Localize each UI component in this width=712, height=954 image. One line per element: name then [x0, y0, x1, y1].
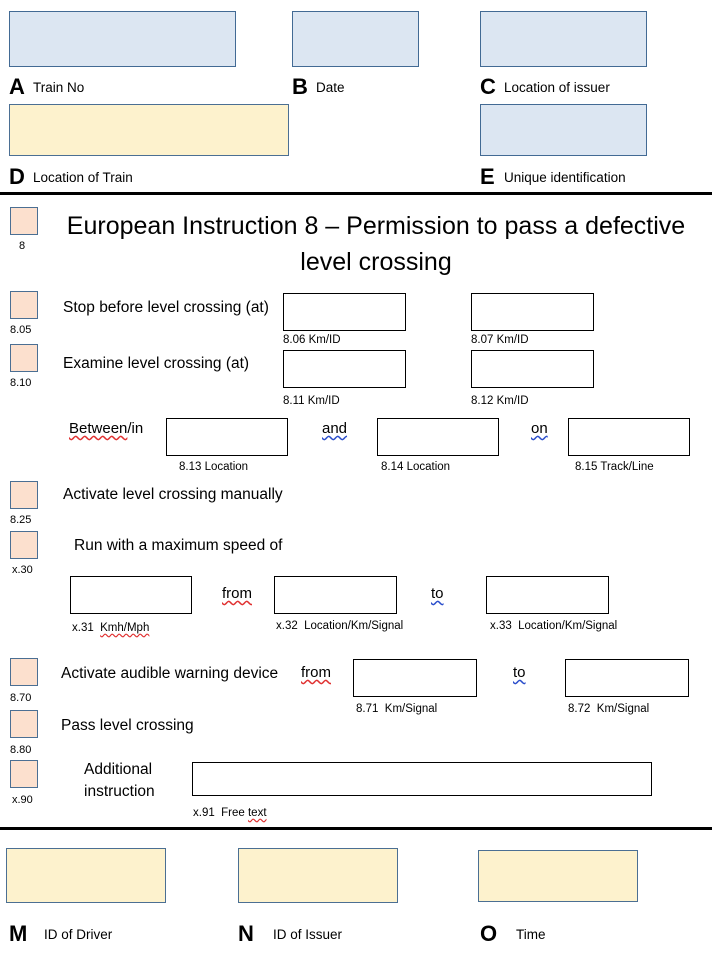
code-8-25: 8.25 [10, 514, 32, 526]
label-on: on [531, 420, 548, 437]
checkbox-instruction-8[interactable] [10, 207, 38, 235]
label-additional-instruction-line1: Additional [84, 761, 153, 778]
input-8-07[interactable] [471, 293, 594, 331]
field-letter-a: A [9, 74, 25, 99]
label-to-audible: to [513, 664, 526, 681]
label-between-word: Between [69, 420, 128, 437]
field-caption-location-of-train: Location of Train [33, 170, 133, 185]
field-letter-e: E [480, 164, 495, 189]
caption-8-07: 8.07 Km/ID [471, 334, 529, 346]
label-audible-warning: Activate audible warning device [61, 665, 279, 682]
page-title: European Instruction 8 – Permission to p… [66, 212, 686, 276]
caption-x-33-unit: Location/Km/Signal [518, 620, 618, 632]
caption-8-72-unit: Km/Signal [596, 703, 650, 715]
label-and: and [322, 420, 348, 437]
field-box-location-of-issuer[interactable] [480, 11, 647, 67]
field-caption-location-of-issuer: Location of issuer [504, 80, 610, 95]
field-letter-b: B [292, 74, 308, 99]
caption-8-72-code: 8.72 [568, 703, 591, 715]
field-caption-train-no: Train No [33, 80, 85, 95]
caption-8-71: 8.71 Km/Signal [356, 703, 437, 716]
field-letter-o: O [480, 921, 498, 946]
label-additional-instruction-line2: instruction [84, 783, 155, 800]
label-to-speed: to [431, 585, 444, 602]
checkbox-activate-level-crossing-manually[interactable] [10, 481, 38, 509]
label-activate-level-crossing-manually: Activate level crossing manually [63, 486, 283, 503]
field-box-id-of-issuer[interactable] [238, 848, 398, 903]
caption-8-15: 8.15 Track/Line [575, 461, 654, 473]
field-box-date[interactable] [292, 11, 419, 67]
code-x-30: x.30 [12, 564, 33, 576]
caption-8-71-code: 8.71 [356, 703, 379, 715]
input-x-31[interactable] [70, 576, 192, 614]
field-box-train-no[interactable] [9, 11, 236, 67]
caption-x-91-code: x.91 [193, 807, 215, 819]
caption-8-72: 8.72 Km/Signal [568, 703, 649, 716]
field-letter-d: D [9, 164, 25, 189]
input-8-13[interactable] [166, 418, 288, 456]
caption-x-32-code: x.32 [276, 620, 298, 632]
label-from-speed: from [222, 585, 252, 602]
input-x-32[interactable] [274, 576, 397, 614]
divider-top [0, 192, 712, 195]
input-8-06[interactable] [283, 293, 406, 331]
caption-x-91-text: text [247, 807, 267, 819]
checkbox-examine-level-crossing[interactable] [10, 344, 38, 372]
label-between-in: Between/in [69, 420, 143, 438]
label-from-audible: from [301, 664, 331, 681]
field-caption-unique-identification: Unique identification [504, 170, 626, 185]
caption-x-32-unit: Location/Km/Signal [304, 620, 404, 632]
field-letter-m: M [9, 921, 28, 946]
input-x-33[interactable] [486, 576, 609, 614]
code-instruction-8: 8 [19, 240, 26, 252]
checkbox-max-speed[interactable] [10, 531, 38, 559]
field-caption-date: Date [316, 80, 345, 95]
caption-x-91: x.91 Free text [193, 807, 267, 820]
field-box-location-of-train[interactable] [9, 104, 289, 156]
checkbox-pass-level-crossing[interactable] [10, 710, 38, 738]
field-caption-id-of-issuer: ID of Issuer [273, 927, 343, 942]
caption-x-33: x.33 Location/Km/Signal [490, 620, 617, 633]
label-max-speed: Run with a maximum speed of [74, 537, 283, 554]
input-8-71[interactable] [353, 659, 477, 697]
field-caption-time: Time [516, 927, 546, 942]
input-8-11[interactable] [283, 350, 406, 388]
caption-x-31-unit: Kmh/Mph [100, 622, 150, 634]
caption-8-71-unit: Km/Signal [384, 703, 438, 715]
label-examine-level-crossing: Examine level crossing (at) [63, 355, 250, 372]
input-8-15[interactable] [568, 418, 690, 456]
field-letter-c: C [480, 74, 496, 99]
caption-8-12: 8.12 Km/ID [471, 395, 529, 407]
checkbox-stop-before-level-crossing[interactable] [10, 291, 38, 319]
caption-8-11: 8.11 Km/ID [283, 395, 340, 407]
field-box-unique-identification[interactable] [480, 104, 647, 156]
code-8-05: 8.05 [10, 324, 32, 336]
label-in-suffix: /in [127, 420, 144, 437]
input-8-14[interactable] [377, 418, 499, 456]
code-8-80: 8.80 [10, 744, 32, 756]
field-box-id-of-driver[interactable] [6, 848, 166, 903]
code-8-70: 8.70 [10, 692, 32, 704]
input-x-91[interactable] [192, 762, 652, 796]
input-8-12[interactable] [471, 350, 594, 388]
caption-x-33-code: x.33 [490, 620, 512, 632]
field-letter-n: N [238, 921, 254, 946]
checkbox-audible-warning[interactable] [10, 658, 38, 686]
checkbox-additional-instruction[interactable] [10, 760, 38, 788]
caption-8-14: 8.14 Location [381, 461, 451, 473]
caption-8-06: 8.06 Km/ID [283, 334, 341, 346]
field-box-time[interactable] [478, 850, 638, 902]
caption-8-13: 8.13 Location [179, 461, 249, 473]
caption-x-91-free: Free [221, 807, 248, 819]
label-stop-before-level-crossing: Stop before level crossing (at) [63, 299, 269, 316]
field-caption-id-of-driver: ID of Driver [44, 927, 113, 942]
caption-x-32: x.32 Location/Km/Signal [276, 620, 403, 633]
code-8-10: 8.10 [10, 377, 32, 389]
divider-bottom [0, 827, 712, 830]
caption-x-31-code: x.31 [72, 622, 94, 634]
label-pass-level-crossing: Pass level crossing [61, 717, 194, 734]
caption-x-31: x.31 Kmh/Mph [72, 622, 149, 635]
input-8-72[interactable] [565, 659, 689, 697]
code-x-90: x.90 [12, 794, 33, 806]
